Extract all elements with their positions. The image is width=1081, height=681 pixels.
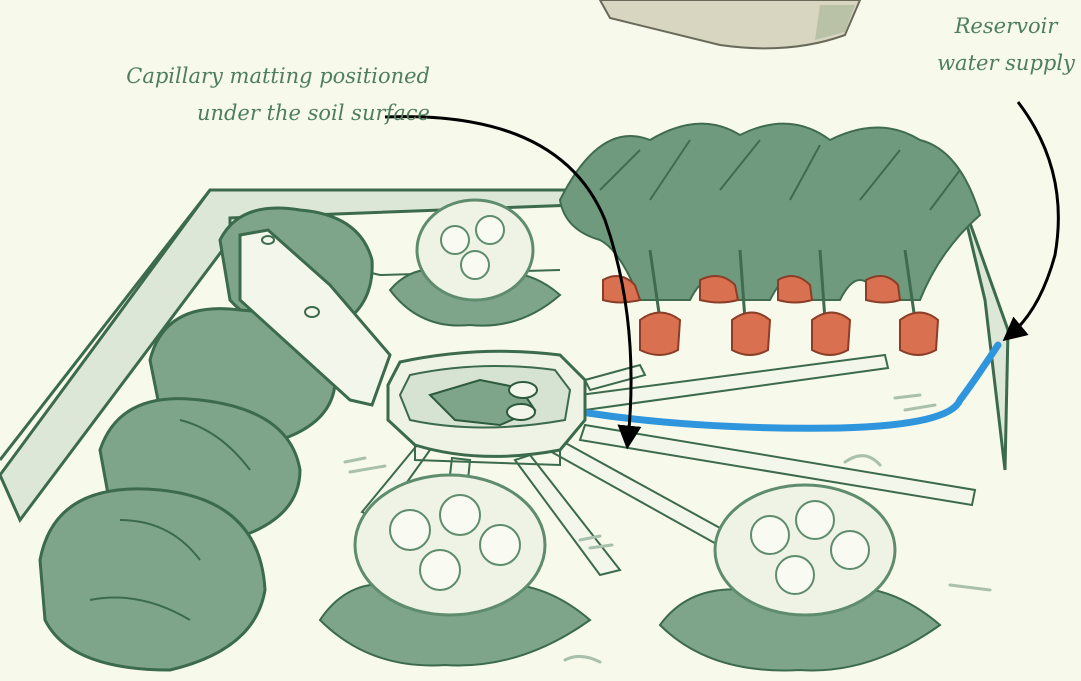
reservoir-box [600,0,860,48]
reservoir-label: Reservoir water supply [931,8,1081,82]
reservoir-label-line2: water supply [931,45,1081,82]
reservoir-callout-arrow [1010,102,1058,335]
cauliflower-top [390,200,560,326]
capillary-mat-label-line2: under the soil surface [100,95,430,132]
carrot-plants [560,124,980,355]
reservoir-label-line1: Reservoir [931,8,1081,45]
cauliflower-bottom-right [660,485,940,670]
capillary-mat-label: Capillary matting positioned under the s… [100,58,430,132]
capillary-mat-label-line1: Capillary matting positioned [100,58,430,95]
